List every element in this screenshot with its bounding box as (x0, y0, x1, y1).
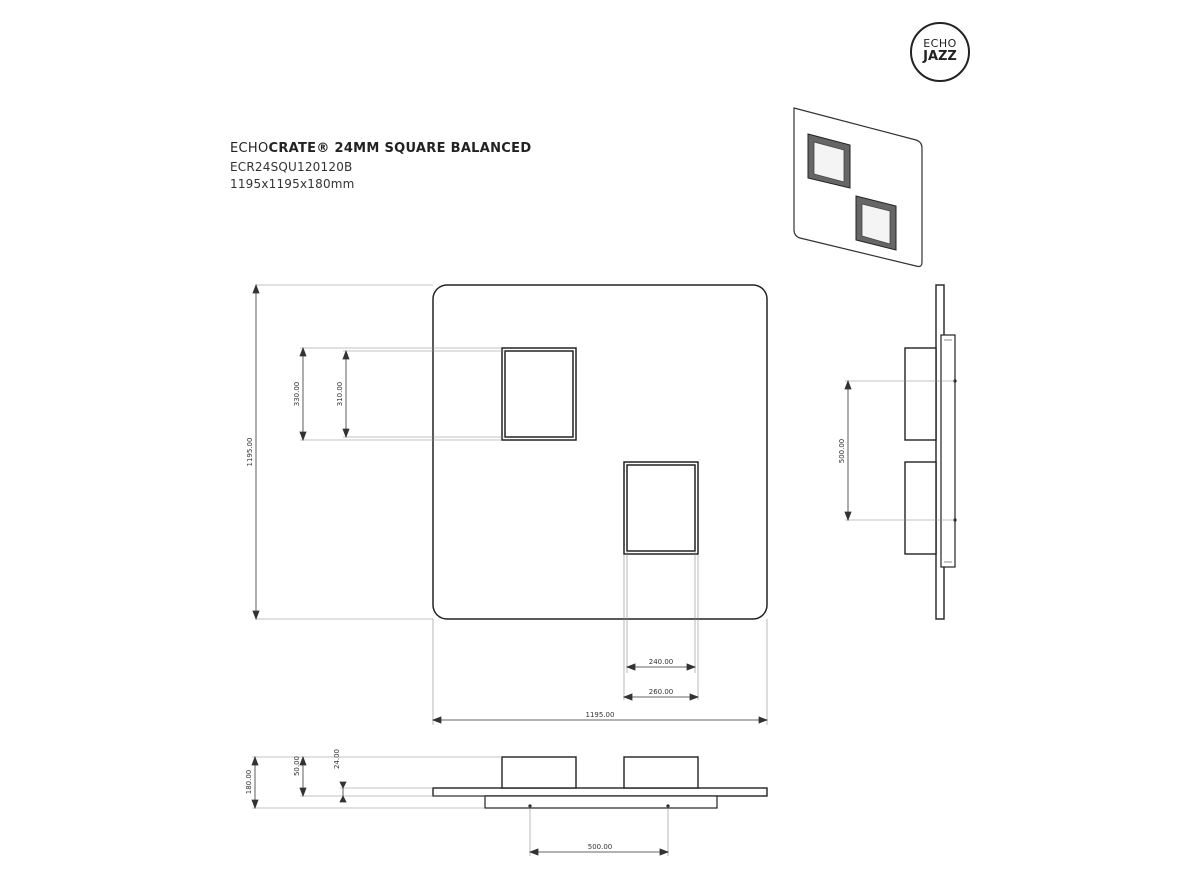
dimension-labels: 1195.00 330.00 310.00 1195.00 240.00 260… (245, 382, 846, 851)
product-code: ECR24SQU120120B (230, 160, 353, 174)
dim-panel-height: 1195.00 (246, 438, 254, 467)
dim-overall-depth: 180.00 (245, 770, 253, 795)
dim-side-spacing: 500.00 (838, 439, 846, 464)
dim-mount-depth: 50.00 (293, 756, 301, 776)
crate-1-inner (504, 350, 574, 438)
crate-2-inner (626, 464, 696, 552)
panel-outline (432, 284, 768, 620)
crate-2-outer (623, 461, 699, 555)
side-view (904, 284, 957, 620)
echojazz-logo: ECHO JAZZ (910, 22, 970, 82)
side-extension-lines (845, 380, 955, 521)
dim-crate-inner-width: 240.00 (649, 658, 674, 666)
logo-line-2: JAZZ (923, 49, 957, 64)
extension-lines (256, 284, 768, 725)
product-name-prefix: ECHO (230, 141, 269, 156)
bottom-dimension-lines (251, 755, 670, 856)
product-title: ECHOCRATE® 24MM SQUARE BALANCED (230, 141, 531, 156)
product-name-main: CRATE® 24MM SQUARE BALANCED (268, 141, 532, 156)
logo-line-1: ECHO (923, 37, 957, 50)
dim-bottom-spacing: 500.00 (588, 843, 613, 851)
dim-crate-outer-height: 330.00 (293, 382, 301, 407)
front-view (432, 284, 768, 620)
dim-crate-outer-width: 260.00 (649, 688, 674, 696)
side-dimension (844, 379, 852, 522)
dim-panel-width: 1195.00 (586, 711, 615, 719)
crate-1-outer (501, 347, 577, 441)
dimension-lines (252, 283, 769, 724)
bottom-extension-lines (252, 756, 669, 856)
bottom-view (432, 756, 768, 809)
dim-crate-inner-height: 310.00 (336, 382, 344, 407)
isometric-view (793, 107, 923, 268)
product-size: 1195x1195x180mm (230, 177, 355, 191)
dim-panel-thickness: 24.00 (333, 749, 341, 769)
